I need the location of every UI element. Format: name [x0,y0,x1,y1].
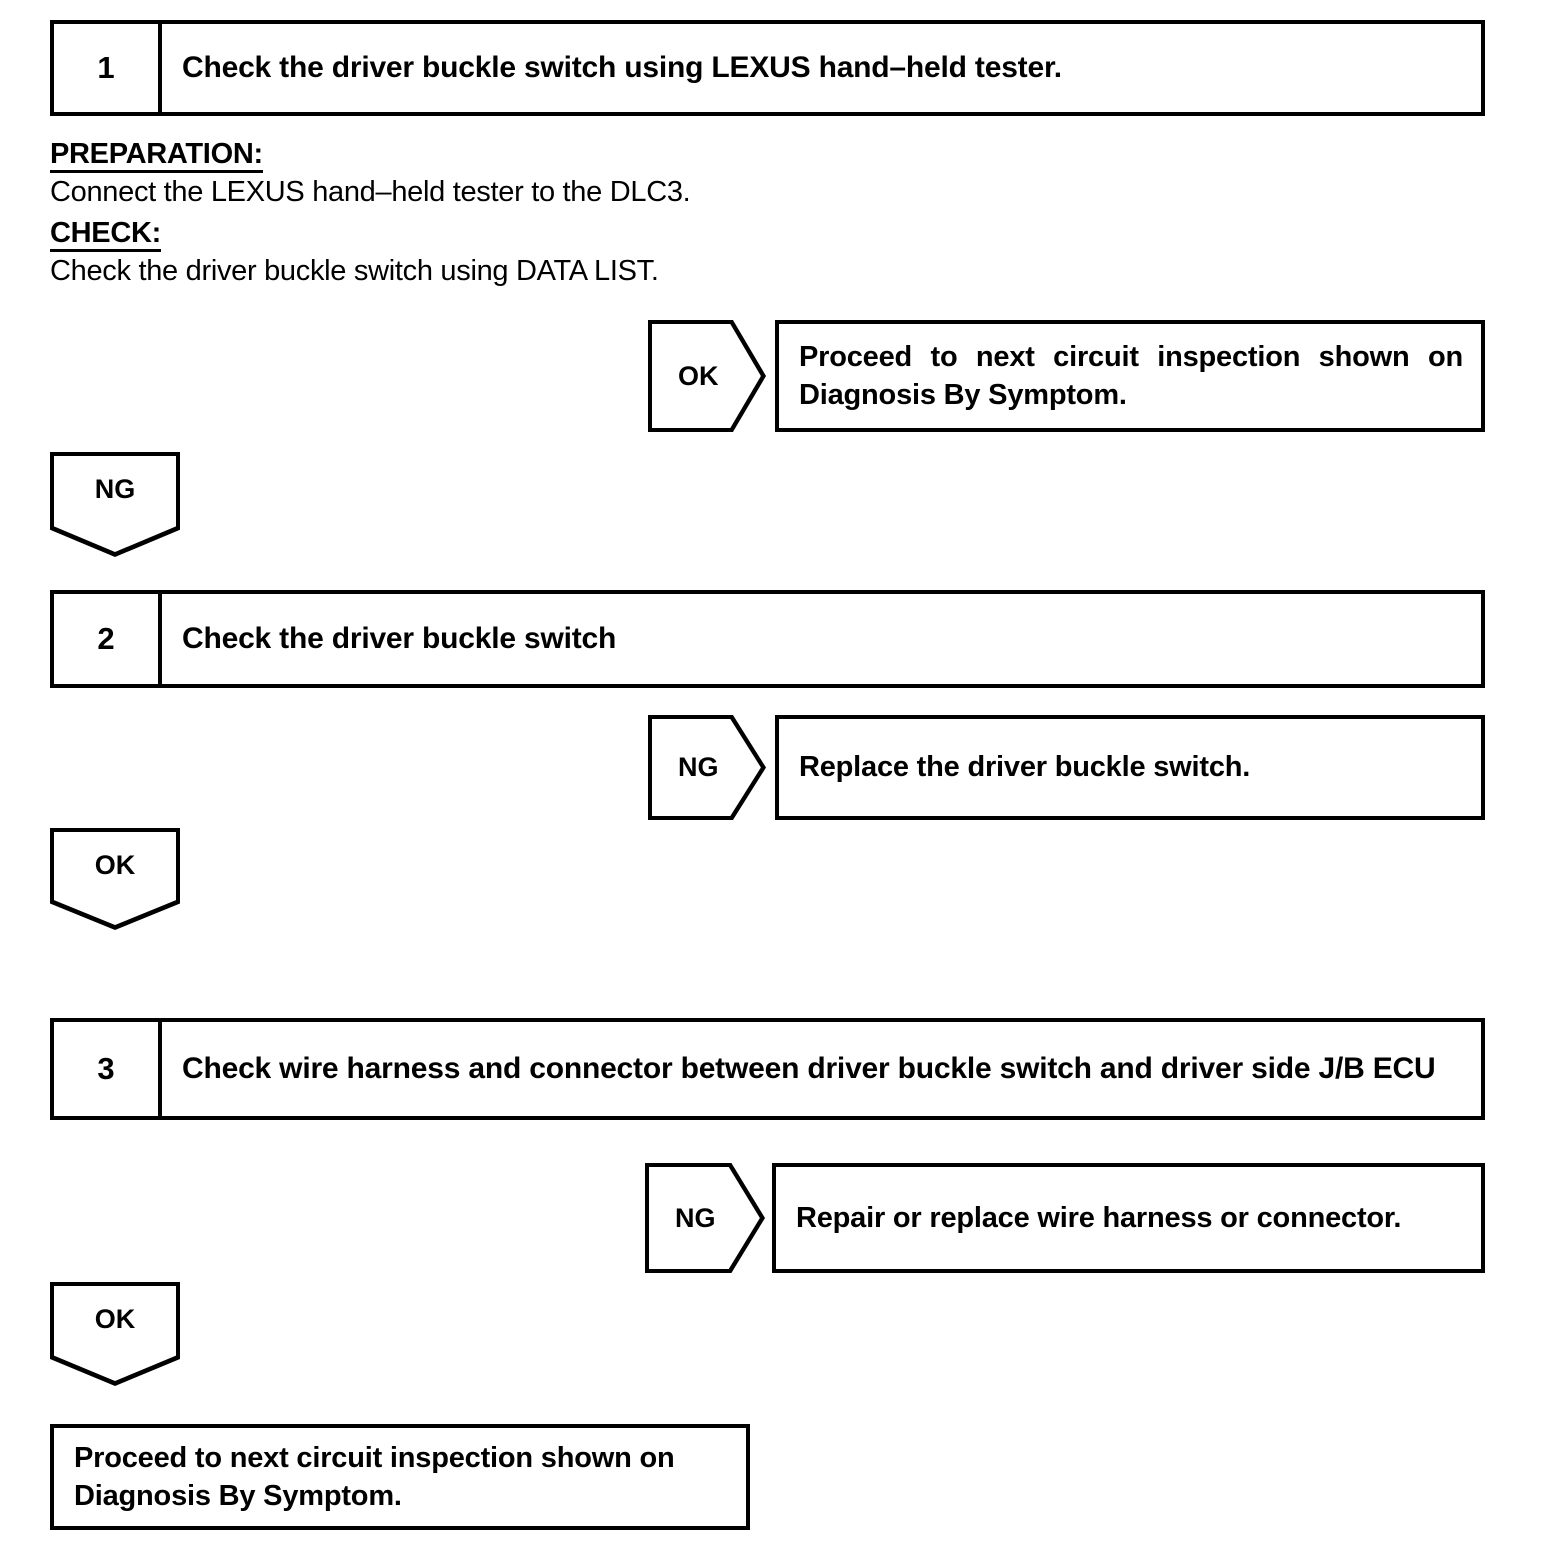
step-title-3-line-2: J/B ECU [1318,1052,1436,1086]
step-box-1: 1 Check the driver buckle switch using L… [50,20,1485,116]
judgement-arrow-ng-step2: NG [648,715,766,820]
preparation-text: Connect the LEXUS hand–held tester to th… [50,176,691,208]
step-number-3: 3 [54,1022,162,1116]
judgement-label-ok: OK [94,1304,136,1334]
final-line-1: Proceed to next circuit inspection shown… [74,1441,675,1474]
result-box-step1-ok: Proceed to next circuit inspection shown… [775,320,1485,432]
judgement-label-ng: NG [675,1202,716,1233]
result-text-step1-ok: Proceed to next circuit inspection shown… [779,338,1481,415]
step-title-3-wrap: Check wire harness and connector between… [182,1051,1436,1086]
result-line-2: Diagnosis By Symptom. [799,379,1127,411]
step-box-3: 3 Check wire harness and connector betwe… [50,1018,1485,1120]
result-text-step3-ng: Repair or replace wire harness or connec… [796,1201,1402,1234]
check-text: Check the driver buckle switch using DAT… [50,255,659,287]
judgement-label-ok: OK [678,360,719,391]
judgement-arrow-ng-step1: NG [50,452,180,557]
step-title-3-line-1: Check wire harness and connector between… [182,1052,1311,1086]
result-line-1: Proceed to next circuit inspection shown… [799,340,1463,373]
final-line-2: Diagnosis By Symptom. [74,1480,402,1512]
step-box-2: 2 Check the driver buckle switch [50,590,1485,688]
judgement-arrow-ok-step1: OK [648,320,766,432]
preparation-heading: PREPARATION: [50,140,263,173]
result-box-final: Proceed to next circuit inspection shown… [50,1424,750,1530]
judgement-arrow-ok-step3: OK [50,1282,180,1386]
step-number-2: 2 [54,594,162,684]
step-title-1: Check the driver buckle switch using LEX… [182,51,1062,85]
result-box-step3-ng: Repair or replace wire harness or connec… [772,1163,1485,1273]
check-heading: CHECK: [50,219,161,252]
judgement-arrow-ng-step3: NG [645,1163,765,1273]
preparation-group: PREPARATION: Connect the LEXUS hand–held… [50,140,950,207]
procedure-text-block: PREPARATION: Connect the LEXUS hand–held… [50,140,950,298]
judgement-label-ok: OK [94,850,136,880]
judgement-arrow-ok-step2: OK [50,828,180,930]
result-text-final: Proceed to next circuit inspection shown… [54,1439,746,1516]
step-number-1: 1 [54,24,162,112]
judgement-label-ng: NG [678,752,719,782]
result-text-step2-ng: Replace the driver buckle switch. [799,751,1251,784]
result-box-step2-ng: Replace the driver buckle switch. [775,715,1485,820]
check-group: CHECK: Check the driver buckle switch us… [50,219,950,286]
step-title-2: Check the driver buckle switch [182,622,617,656]
step-title-3: Check wire harness and connector between… [162,1022,1481,1116]
judgement-label-ng: NG [94,474,136,504]
